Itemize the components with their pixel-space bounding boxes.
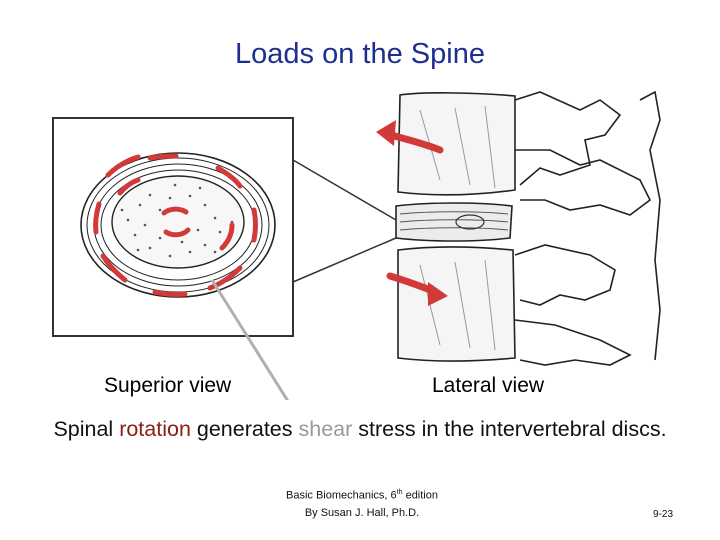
slide-title: Loads on the Spine xyxy=(235,38,485,70)
pointer-line xyxy=(210,279,289,400)
statement-part-1: Spinal xyxy=(53,417,120,441)
lateral-arrowheads xyxy=(376,120,448,306)
credit-line-1: Basic Biomechanics, 6th edition xyxy=(0,484,720,505)
credit-edition-text: Basic Biomechanics, 6 xyxy=(286,489,397,502)
superior-rotation-arrows xyxy=(93,153,258,297)
caption-superior-view: Superior view xyxy=(104,374,232,397)
spine-illustration xyxy=(52,90,661,400)
statement-text: Spinal rotation generates shear stress i… xyxy=(0,417,720,442)
credit-edition-suffix: edition xyxy=(402,489,438,502)
statement-part-3: stress in the intervertebral discs. xyxy=(352,417,667,441)
caption-lateral-view: Lateral view xyxy=(432,374,545,397)
statement-part-2: generates xyxy=(190,417,299,441)
lateral-spine-drawing xyxy=(395,90,661,366)
book-credit: Basic Biomechanics, 6th edition By Susan… xyxy=(0,484,720,522)
shear-word: shear xyxy=(298,417,353,441)
rotation-word: rotation xyxy=(119,417,191,441)
page-number: 9-23 xyxy=(653,509,674,520)
credit-line-2: By Susan J. Hall, Ph.D. xyxy=(304,506,420,519)
credit-edition-sup: th xyxy=(396,489,403,496)
superior-disc-drawing xyxy=(80,152,276,298)
